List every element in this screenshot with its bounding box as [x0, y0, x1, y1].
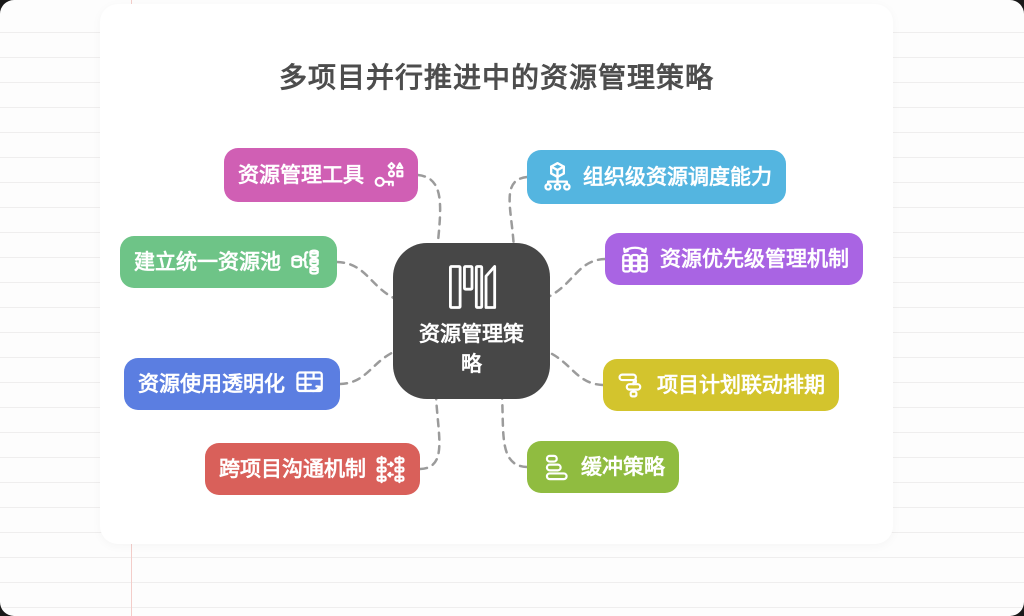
connector-unified-pool [335, 260, 400, 302]
connector-transparency [338, 348, 400, 386]
key-shapes-icon [373, 160, 404, 191]
connector-priority-mechanism [544, 257, 607, 300]
node-cross-project-communication[interactable]: 跨项目沟通机制 [205, 443, 420, 495]
center-node-resource-strategy[interactable]: 资源管理策略 [393, 243, 550, 399]
node-label: 建立统一资源池 [134, 250, 281, 274]
database-pool-icon [290, 246, 323, 279]
content-card: 多项目并行推进中的资源管理策略 资源管理策略 [100, 4, 893, 544]
node-org-level-scheduling[interactable]: 组织级资源调度能力 [527, 150, 786, 204]
exchange-lists-icon [375, 454, 406, 485]
connector-linked-schedule [544, 349, 605, 387]
center-node-label: 资源管理策略 [419, 322, 524, 376]
gantt-link-icon [617, 370, 648, 401]
node-label: 跨项目沟通机制 [219, 457, 366, 481]
connector-cross-project-comm [418, 394, 441, 471]
node-resource-priority-mechanism[interactable]: 资源优先级管理机制 [605, 233, 863, 285]
node-linked-project-schedule[interactable]: 项目计划联动排期 [603, 359, 839, 411]
table-export-icon [294, 368, 326, 400]
node-label: 资源使用透明化 [138, 372, 285, 396]
node-unified-resource-pool[interactable]: 建立统一资源池 [120, 236, 337, 288]
node-label: 组织级资源调度能力 [583, 165, 772, 189]
node-label: 资源管理工具 [238, 163, 364, 187]
connector-layer [335, 173, 607, 471]
connector-resource-tools [416, 173, 442, 254]
stacked-bars-icon [541, 452, 572, 483]
node-label: 资源优先级管理机制 [660, 247, 849, 271]
bookshelf-icon [445, 262, 499, 312]
node-label: 缓冲策略 [581, 455, 665, 479]
node-label: 项目计划联动排期 [657, 373, 825, 397]
node-resource-management-tools[interactable]: 资源管理工具 [224, 148, 418, 202]
connector-buffer-strategy [500, 394, 529, 469]
connector-org-scheduling [508, 175, 529, 254]
node-buffer-strategy[interactable]: 缓冲策略 [527, 441, 679, 493]
node-resource-usage-transparency[interactable]: 资源使用透明化 [124, 358, 340, 410]
cube-hierarchy-icon [541, 161, 574, 194]
priority-columns-icon [619, 243, 651, 275]
page-title: 多项目并行推进中的资源管理策略 [278, 62, 714, 93]
